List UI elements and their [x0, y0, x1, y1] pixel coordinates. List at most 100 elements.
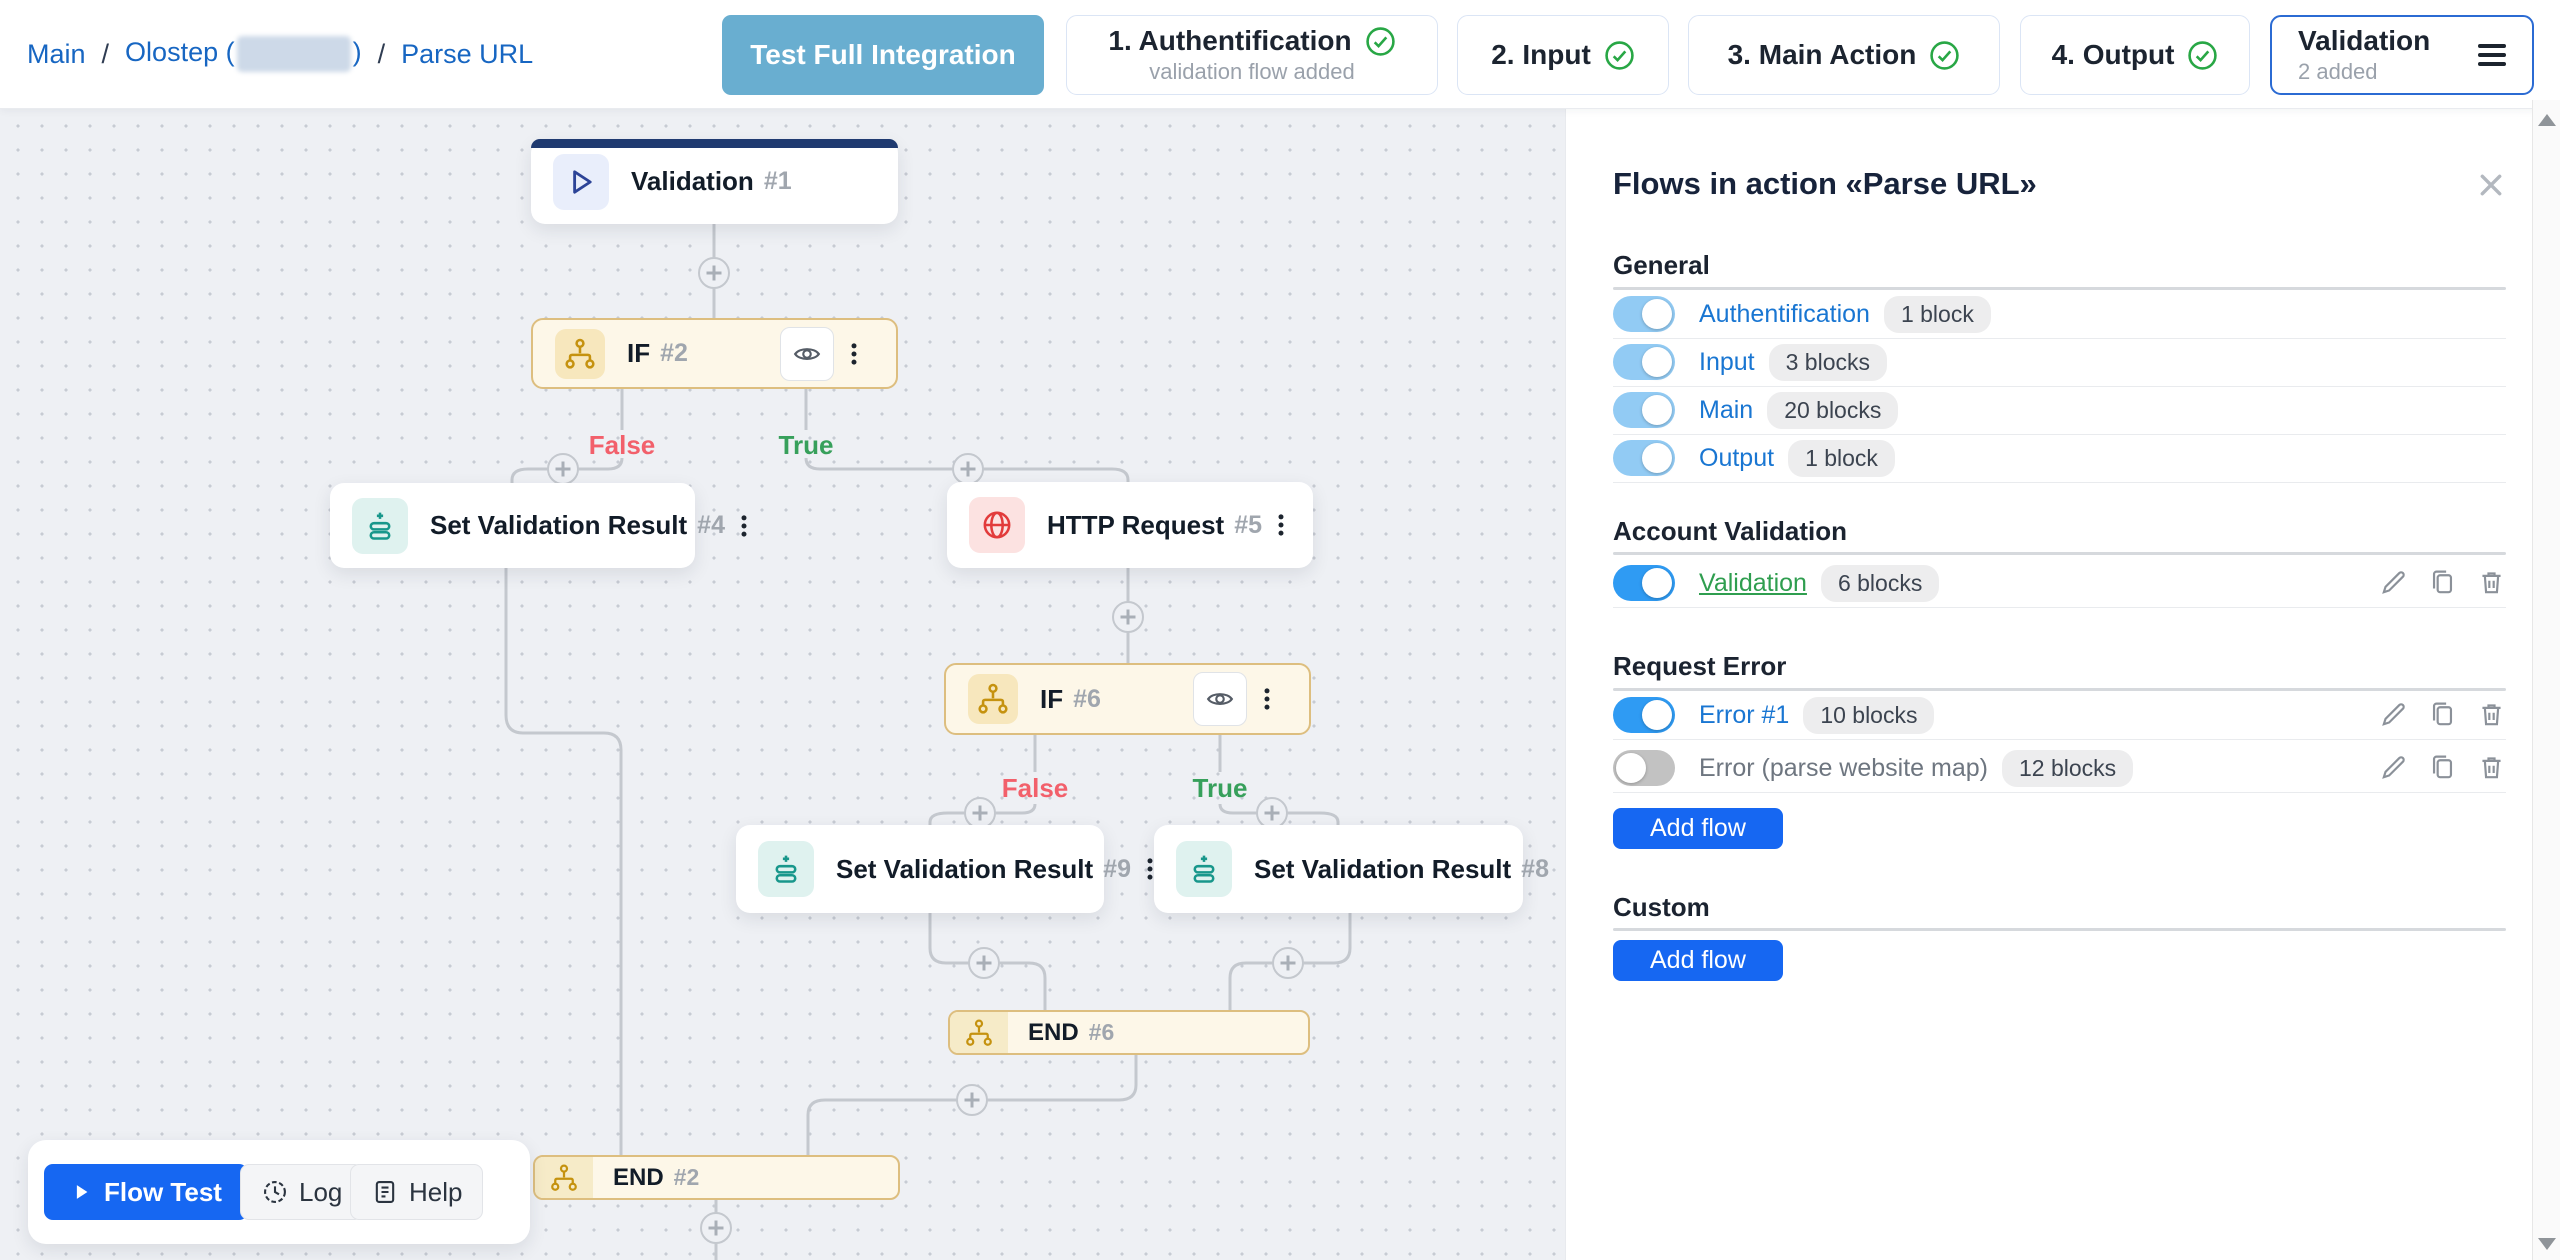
scroll-down-arrow[interactable] [2538, 1238, 2556, 1250]
topbar: Main / Olostep () / Parse URL Test Full … [0, 0, 2560, 109]
breadcrumb-connection-suffix: ) [352, 37, 362, 68]
row-actions [2378, 568, 2506, 598]
branch-icon [950, 1012, 1008, 1053]
eye-button[interactable] [780, 326, 834, 381]
set-result-icon [352, 497, 408, 554]
eye-button[interactable] [1193, 672, 1247, 726]
more-menu-button[interactable] [1131, 842, 1169, 896]
flow-row-output: Output 1 block [1613, 434, 2506, 483]
block-count-badge: 1 block [1883, 295, 1991, 333]
menu-icon [2478, 44, 2506, 66]
node-number: #2 [673, 1164, 700, 1190]
tab-label: 1. Authentification [1108, 25, 1352, 56]
close-icon[interactable] [2471, 166, 2511, 206]
node-http-request-5[interactable]: HTTP Request #5 [947, 482, 1313, 568]
node-set-validation-result-8[interactable]: Set Validation Result #8 [1154, 825, 1571, 913]
branch-icon [968, 674, 1018, 724]
delete-icon[interactable] [2476, 568, 2506, 598]
duplicate-icon[interactable] [2427, 568, 2457, 598]
node-end-6[interactable]: END #6 [948, 1010, 1310, 1055]
tab-validation[interactable]: Validation 2 added [2270, 15, 2534, 95]
tab-input[interactable]: 2. Input [1457, 15, 1669, 95]
breadcrumb-connection-prefix: Olostep ( [125, 37, 235, 68]
add-step-button[interactable] [968, 947, 1000, 979]
node-title: END [613, 1163, 664, 1191]
help-button[interactable]: Help [350, 1164, 484, 1220]
node-set-validation-result-4[interactable]: Set Validation Result #4 [330, 483, 747, 568]
log-button[interactable]: Log [240, 1164, 364, 1220]
toggle-error-1[interactable] [1613, 697, 1675, 733]
breadcrumb: Main / Olostep () / Parse URL [27, 0, 533, 108]
node-validation-1[interactable]: Validation #1 [531, 139, 898, 224]
breadcrumb-separator: / [101, 38, 110, 69]
toggle-output[interactable] [1613, 440, 1675, 476]
node-accent-bar [531, 139, 898, 148]
edit-icon[interactable] [2378, 700, 2408, 730]
tab-label: 2. Input [1491, 39, 1591, 70]
divider [1613, 552, 2506, 555]
block-count-badge: 3 blocks [1768, 343, 1887, 381]
add-step-button[interactable] [700, 1212, 732, 1244]
duplicate-icon[interactable] [2427, 753, 2457, 783]
test-full-integration-button[interactable]: Test Full Integration [722, 15, 1044, 95]
play-icon [76, 1185, 88, 1199]
node-if-2[interactable]: IF #2 [531, 318, 898, 389]
node-end-2[interactable]: END #2 [533, 1155, 900, 1200]
canvas-toolbar: Flow Test Log Help [28, 1140, 530, 1244]
tab-authentification[interactable]: 1. Authentification validation flow adde… [1066, 15, 1438, 95]
more-menu-button[interactable] [1247, 672, 1287, 726]
add-step-button[interactable] [956, 1084, 988, 1116]
breadcrumb-parse-url-link[interactable]: Parse URL [401, 38, 534, 69]
scroll-up-arrow[interactable] [2538, 114, 2556, 126]
add-step-button[interactable] [1272, 947, 1304, 979]
toggle-error-parse-website-map[interactable] [1613, 750, 1675, 786]
tab-main-action[interactable]: 3. Main Action [1688, 15, 2000, 95]
delete-icon[interactable] [2476, 700, 2506, 730]
flow-row-input: Input 3 blocks [1613, 338, 2506, 387]
flows-panel: Flows in action «Parse URL» General Auth… [1565, 108, 2533, 1260]
add-step-button[interactable] [952, 453, 984, 485]
toggle-authentification[interactable] [1613, 296, 1675, 332]
node-set-validation-result-9[interactable]: Set Validation Result #9 [736, 825, 1153, 913]
node-if-6[interactable]: IF #6 [944, 663, 1311, 735]
add-flow-button-custom[interactable]: Add flow [1613, 940, 1783, 981]
toggle-knob [1642, 347, 1672, 377]
toggle-input[interactable] [1613, 344, 1675, 380]
row-actions [2378, 753, 2506, 783]
check-icon [1930, 40, 1960, 70]
flow-test-button[interactable]: Flow Test [44, 1164, 248, 1220]
tab-output[interactable]: 4. Output [2020, 15, 2250, 95]
scrollbar[interactable] [2532, 100, 2560, 1260]
add-flow-button[interactable]: Add flow [1613, 808, 1783, 849]
flow-link-input[interactable]: Input [1699, 347, 1755, 376]
node-title: IF [1040, 683, 1064, 714]
more-menu-button[interactable] [1262, 498, 1300, 552]
flow-link-main[interactable]: Main [1699, 395, 1754, 424]
add-step-button[interactable] [1112, 601, 1144, 633]
more-menu-button[interactable] [834, 327, 874, 381]
toggle-validation[interactable] [1613, 565, 1675, 601]
branch-label-true: True [1192, 773, 1248, 803]
toggle-knob [1642, 700, 1672, 730]
add-step-button[interactable] [547, 453, 579, 485]
duplicate-icon[interactable] [2427, 700, 2457, 730]
flow-canvas[interactable] [0, 108, 1565, 1260]
more-menu-button[interactable] [725, 499, 763, 553]
delete-icon[interactable] [2476, 753, 2506, 783]
breadcrumb-main-link[interactable]: Main [27, 38, 86, 69]
flow-link-error-parse-website-map[interactable]: Error (parse website map) [1699, 753, 1988, 782]
breadcrumb-connection-link[interactable]: Olostep () [125, 36, 362, 72]
tab-sublabel: validation flow added [1149, 59, 1355, 84]
flow-link-error-1[interactable]: Error #1 [1699, 700, 1790, 729]
help-label: Help [409, 1176, 463, 1207]
flow-link-validation[interactable]: Validation [1699, 568, 1807, 597]
edit-icon[interactable] [2378, 568, 2408, 598]
toggle-main[interactable] [1613, 392, 1675, 428]
flow-link-authentification[interactable]: Authentification [1699, 299, 1870, 328]
edit-icon[interactable] [2378, 753, 2408, 783]
node-number: #1 [763, 167, 792, 195]
flow-link-output[interactable]: Output [1699, 443, 1775, 472]
toggle-knob [1642, 395, 1672, 425]
add-step-button[interactable] [698, 257, 730, 289]
node-number: #4 [697, 511, 725, 539]
